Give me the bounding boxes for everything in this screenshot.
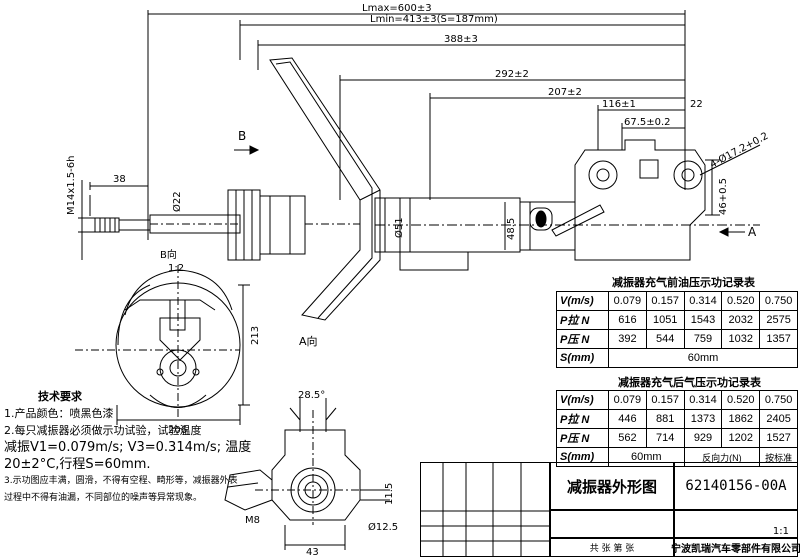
tech-line: 过程中不得有油漏，不同部位的噪声等异常现象。 (4, 493, 203, 503)
tech-line: 2.每只减振器必须做示功试验，试验温度 (4, 424, 202, 437)
table-cell: 544 (645, 329, 685, 349)
table-cell: 759 (683, 329, 723, 349)
table-cell: 446 (608, 409, 647, 429)
dim-213: 213 (250, 326, 261, 345)
dim-lmax: Lmax=600±3 (362, 3, 432, 14)
dim-388: 388±3 (444, 34, 478, 45)
dim-thread: M14x1.5-6h (66, 156, 77, 215)
tech-title: 技术要求 (38, 390, 82, 403)
table-cell: 562 (608, 428, 647, 448)
table-cell: 0.157 (645, 390, 685, 410)
table-cell: 616 (608, 310, 647, 330)
table-cell: 714 (645, 428, 685, 448)
tech-line: 20±2°C,行程S=60mm. (4, 457, 151, 472)
table2-title: 减振器充气后气压示功记录表 (618, 376, 761, 389)
table-cell: 0.079 (608, 390, 647, 410)
table-row-header: V(m/s) (556, 390, 609, 410)
table-cell: 0.750 (759, 291, 798, 311)
table-cell: 1051 (645, 310, 685, 330)
view-b-arrow-label: B (238, 129, 246, 143)
dim-dia51: Ø51 (393, 217, 405, 238)
technical-requirements: 技术要求 1.产品颜色：喷黑色漆 2.每只减振器必须做示功试验，试验温度 减振V… (4, 388, 276, 507)
tech-line: 减振V1=0.079m/s; V3=0.314m/s; 温度 (4, 440, 252, 455)
a-view-label: A向 (299, 334, 318, 348)
tech-line: 3.示功图应丰满，圆滑，不得有空程、畸形等，减振器外表 (4, 476, 238, 486)
table1-title: 减振器充气前油压示功记录表 (612, 276, 755, 289)
table-cell: 1202 (721, 428, 761, 448)
table-row: P压 N 392 544 759 1032 1357 (556, 329, 798, 349)
table-cell: 1373 (683, 409, 723, 429)
table-row-header: V(m/s) (556, 291, 609, 311)
dim-206: 206 (168, 425, 187, 436)
dim-dia22: Ø22 (171, 191, 183, 212)
dim-38: 38 (113, 174, 126, 185)
table-row-header: P压 N (556, 428, 609, 448)
table-row: S(mm) 60mm (556, 348, 798, 368)
drawing-name: 减振器外形图 (550, 462, 674, 510)
b-view-note: B向 (160, 248, 177, 261)
dim-116: 116±1 (602, 99, 636, 110)
dim-207: 207±2 (548, 87, 582, 98)
table-row: V(m/s) 0.079 0.157 0.314 0.520 0.750 (556, 390, 798, 410)
dim-hole: 4-Ø17.2+0.2 (708, 130, 770, 171)
part-number: 62140156-00A (674, 462, 798, 510)
table-row: P压 N 562 714 929 1202 1527 (556, 428, 798, 448)
table-cell: 60mm (608, 348, 798, 368)
table-cell: 1032 (721, 329, 761, 349)
dim-46: 46+0.5 (718, 178, 729, 215)
table-row-header: S(mm) (556, 348, 609, 368)
table-cell: 0.520 (721, 291, 761, 311)
table-cell: 929 (683, 428, 723, 448)
table-row: V(m/s) 0.079 0.157 0.314 0.520 0.750 (556, 291, 798, 311)
dim-angle: 28.5° (298, 390, 325, 401)
title-block-revision-grid (420, 462, 551, 557)
dim-m8: M8 (245, 515, 260, 526)
table2: V(m/s) 0.079 0.157 0.314 0.520 0.750 P拉 … (556, 390, 798, 467)
table-cell: 1527 (759, 428, 798, 448)
dim-43: 43 (306, 547, 319, 557)
table-cell: 0.314 (683, 390, 723, 410)
table-cell: 0.079 (608, 291, 647, 311)
dim-48-5: 48.5 (506, 218, 517, 240)
table1: V(m/s) 0.079 0.157 0.314 0.520 0.750 P拉 … (556, 291, 798, 368)
dim-lmin: Lmin=413±3(S=187mm) (370, 14, 498, 25)
table-row: P拉 N 446 881 1373 1862 2405 (556, 409, 798, 429)
table-row-header: P拉 N (556, 310, 609, 330)
table-cell: 2575 (759, 310, 798, 330)
sheet-info: 共 张 第 张 (550, 538, 674, 557)
table-cell: 0.520 (721, 390, 761, 410)
table-cell: 0.750 (759, 390, 798, 410)
dim-22: 22 (690, 99, 703, 110)
tech-line: 1.产品颜色：喷黑色漆 (4, 407, 114, 420)
table-cell: 1357 (759, 329, 798, 349)
title-block-cell (550, 510, 674, 538)
view-a-arrow-label: A (748, 225, 757, 239)
table-cell: 1862 (721, 409, 761, 429)
dim-67: 67.5±0.2 (624, 117, 671, 128)
table-row-header: P压 N (556, 329, 609, 349)
dim-dia12-5: Ø12.5 (368, 521, 398, 533)
dim-11-5: 11.5 (384, 483, 395, 505)
table-cell: 881 (645, 409, 685, 429)
drawing-scale: 1:1 (674, 510, 798, 538)
table-row: P拉 N 616 1051 1543 2032 2575 (556, 310, 798, 330)
dim-292: 292±2 (495, 69, 529, 80)
table-cell: 0.314 (683, 291, 723, 311)
b-view-scale: 1:2 (168, 263, 184, 274)
table-cell: 2032 (721, 310, 761, 330)
table-cell: 0.157 (645, 291, 685, 311)
table-cell: 1543 (683, 310, 723, 330)
table-row-header: P拉 N (556, 409, 609, 429)
table-cell: 2405 (759, 409, 798, 429)
company-name: 宁波凯瑞汽车零部件有限公司 (671, 538, 800, 557)
table-cell: 392 (608, 329, 647, 349)
